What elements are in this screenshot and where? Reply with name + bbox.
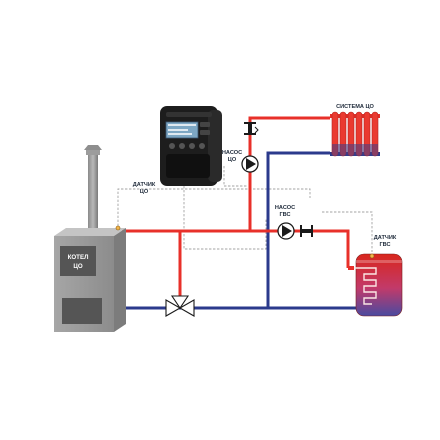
chimney-icon <box>84 145 102 231</box>
boiler-icon <box>54 228 126 332</box>
dhw-sensor-label-line1: ДАТЧИК <box>374 235 397 241</box>
boiler-label-line1: КОТЕЛ <box>68 254 89 261</box>
check-valve-dhw-icon <box>300 225 313 237</box>
radiator-icon <box>330 111 380 157</box>
check-valve-heating-icon <box>244 122 259 135</box>
boiler-label-line2: ЦО <box>73 263 83 270</box>
control-wiring <box>117 166 373 252</box>
dhw-sensor-label-line2: ГВС <box>379 242 390 248</box>
controller-wire <box>183 182 267 250</box>
dhw-pump-label-line1: НАСОС <box>275 205 295 211</box>
heating-sensor-label-line1: ДАТЧИК <box>133 182 156 188</box>
heating-pump-label-line1: НАСОС <box>222 150 242 156</box>
heating-pump-label-line2: ЦО <box>228 157 237 163</box>
dhw-sensor-wire <box>322 211 373 252</box>
water-heater-icon <box>348 253 403 317</box>
boiler-sensor-icon <box>115 225 121 231</box>
dhw-pump-icon <box>277 222 295 240</box>
heating-sensor-label-line2: ЦО <box>140 189 149 195</box>
dhw-sensor-icon <box>369 253 375 259</box>
controller-icon <box>160 106 222 186</box>
return-pipe-riser <box>266 151 330 308</box>
dhw-pump-label-line2: ГВС <box>279 212 290 218</box>
heating-pump-icon <box>241 155 259 173</box>
mixing-valve-icon <box>165 295 195 317</box>
supply-pipe-main <box>122 229 350 268</box>
boiler-sensor-wire <box>117 188 311 226</box>
supply-pipe-riser <box>248 116 330 231</box>
heating-system-label: СИСТЕМА ЦО <box>336 104 374 110</box>
boiler-label-panel <box>60 246 96 276</box>
supply-pipes <box>122 116 350 299</box>
pump-wire <box>223 166 248 187</box>
